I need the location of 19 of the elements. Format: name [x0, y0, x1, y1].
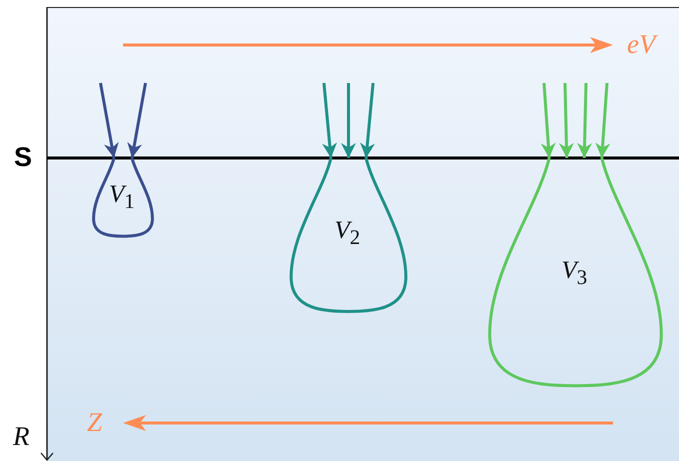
axis-label: R [13, 423, 30, 450]
arrow [558, 82, 574, 158]
arrow [127, 82, 147, 158]
volume-label: V$_{2}$ [334, 218, 360, 248]
arrow [577, 82, 592, 158]
arrow [99, 82, 119, 158]
arrow [360, 82, 375, 158]
arrow [322, 82, 338, 158]
volume-label: V$_{1}$ [109, 182, 135, 212]
arrow [540, 82, 556, 158]
arrow [341, 83, 356, 158]
arrow [595, 82, 610, 158]
direction-label: Z [87, 409, 102, 436]
bulb-shape [93, 158, 153, 237]
volume-label: V$_{3}$ [562, 258, 588, 288]
bulb-shape [290, 158, 407, 313]
axis-label: S [14, 144, 32, 171]
direction-label: eV [627, 31, 656, 58]
bulb-shape [488, 158, 663, 388]
